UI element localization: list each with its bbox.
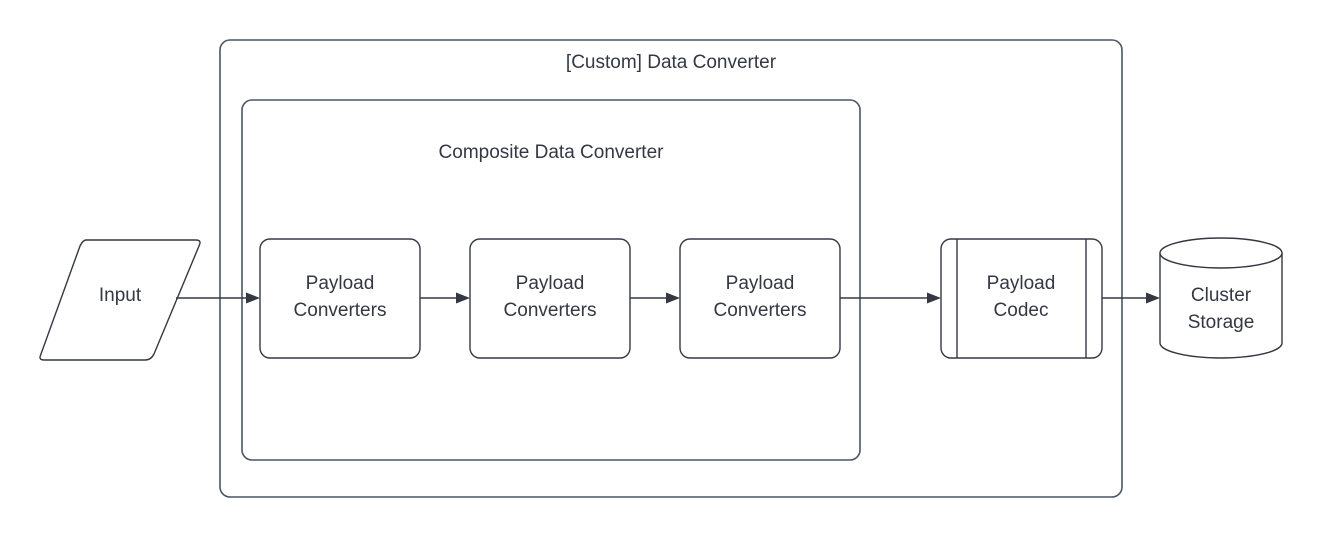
payload-converters-3-shape [679,238,841,359]
edge-pc2-to-pc3-arrowhead [666,292,680,304]
node-input[interactable]: Input [39,239,201,361]
custom-data-converter-label: [Custom] Data Converter [566,52,777,73]
edge-input-to-pc1-arrowhead [246,292,260,304]
cluster-storage-body [1159,252,1283,359]
edge-payload-converters-3-to-codec [840,292,941,304]
payload-converters-1-shape [259,238,421,359]
edge-pc1-to-pc2-arrowhead [456,292,470,304]
payload-converters-1-label-line2: Converters [294,300,387,321]
payload-converters-2-label-line2: Converters [504,300,597,321]
edge-pc3-to-codec-arrowhead [927,292,941,304]
payload-converters-1-label-line1: Payload [306,273,375,294]
payload-codec-shape [940,238,1103,359]
payload-converters-2-shape [469,238,631,359]
payload-converters-2-label-line1: Payload [516,273,585,294]
payload-converters-3-label-line1: Payload [726,273,795,294]
edge-payload-converters-2-to-3 [630,292,680,304]
payload-codec-label-line2: Codec [994,300,1049,321]
node-payload-codec[interactable]: Payload Codec [940,238,1103,359]
input-parallelogram-shape [39,239,201,361]
edge-codec-to-cluster-storage [1102,292,1160,304]
cluster-storage-label-line2: Storage [1188,312,1255,333]
payload-converters-3-label-line2: Converters [714,300,807,321]
composite-data-converter-boundary [241,99,861,461]
composite-data-converter-label: Composite Data Converter [439,142,665,163]
custom-data-converter-boundary [219,39,1123,498]
edge-payload-converters-1-to-2 [420,292,470,304]
container-composite-data-converter[interactable]: Composite Data Converter [241,99,861,461]
node-payload-converters-3[interactable]: Payload Converters [679,238,841,359]
node-payload-converters-2[interactable]: Payload Converters [469,238,631,359]
cluster-storage-label-line1: Cluster [1191,285,1252,306]
container-custom-data-converter[interactable]: [Custom] Data Converter [219,39,1123,498]
cluster-storage-top-ellipse [1159,237,1283,269]
payload-codec-label-line1: Payload [987,273,1056,294]
input-label: Input [99,285,142,306]
edge-codec-to-storage-arrowhead [1146,292,1160,304]
node-cluster-storage[interactable]: Cluster Storage [1159,237,1283,359]
edge-input-to-payload-converters-1 [176,292,260,304]
node-payload-converters-1[interactable]: Payload Converters [259,238,421,359]
